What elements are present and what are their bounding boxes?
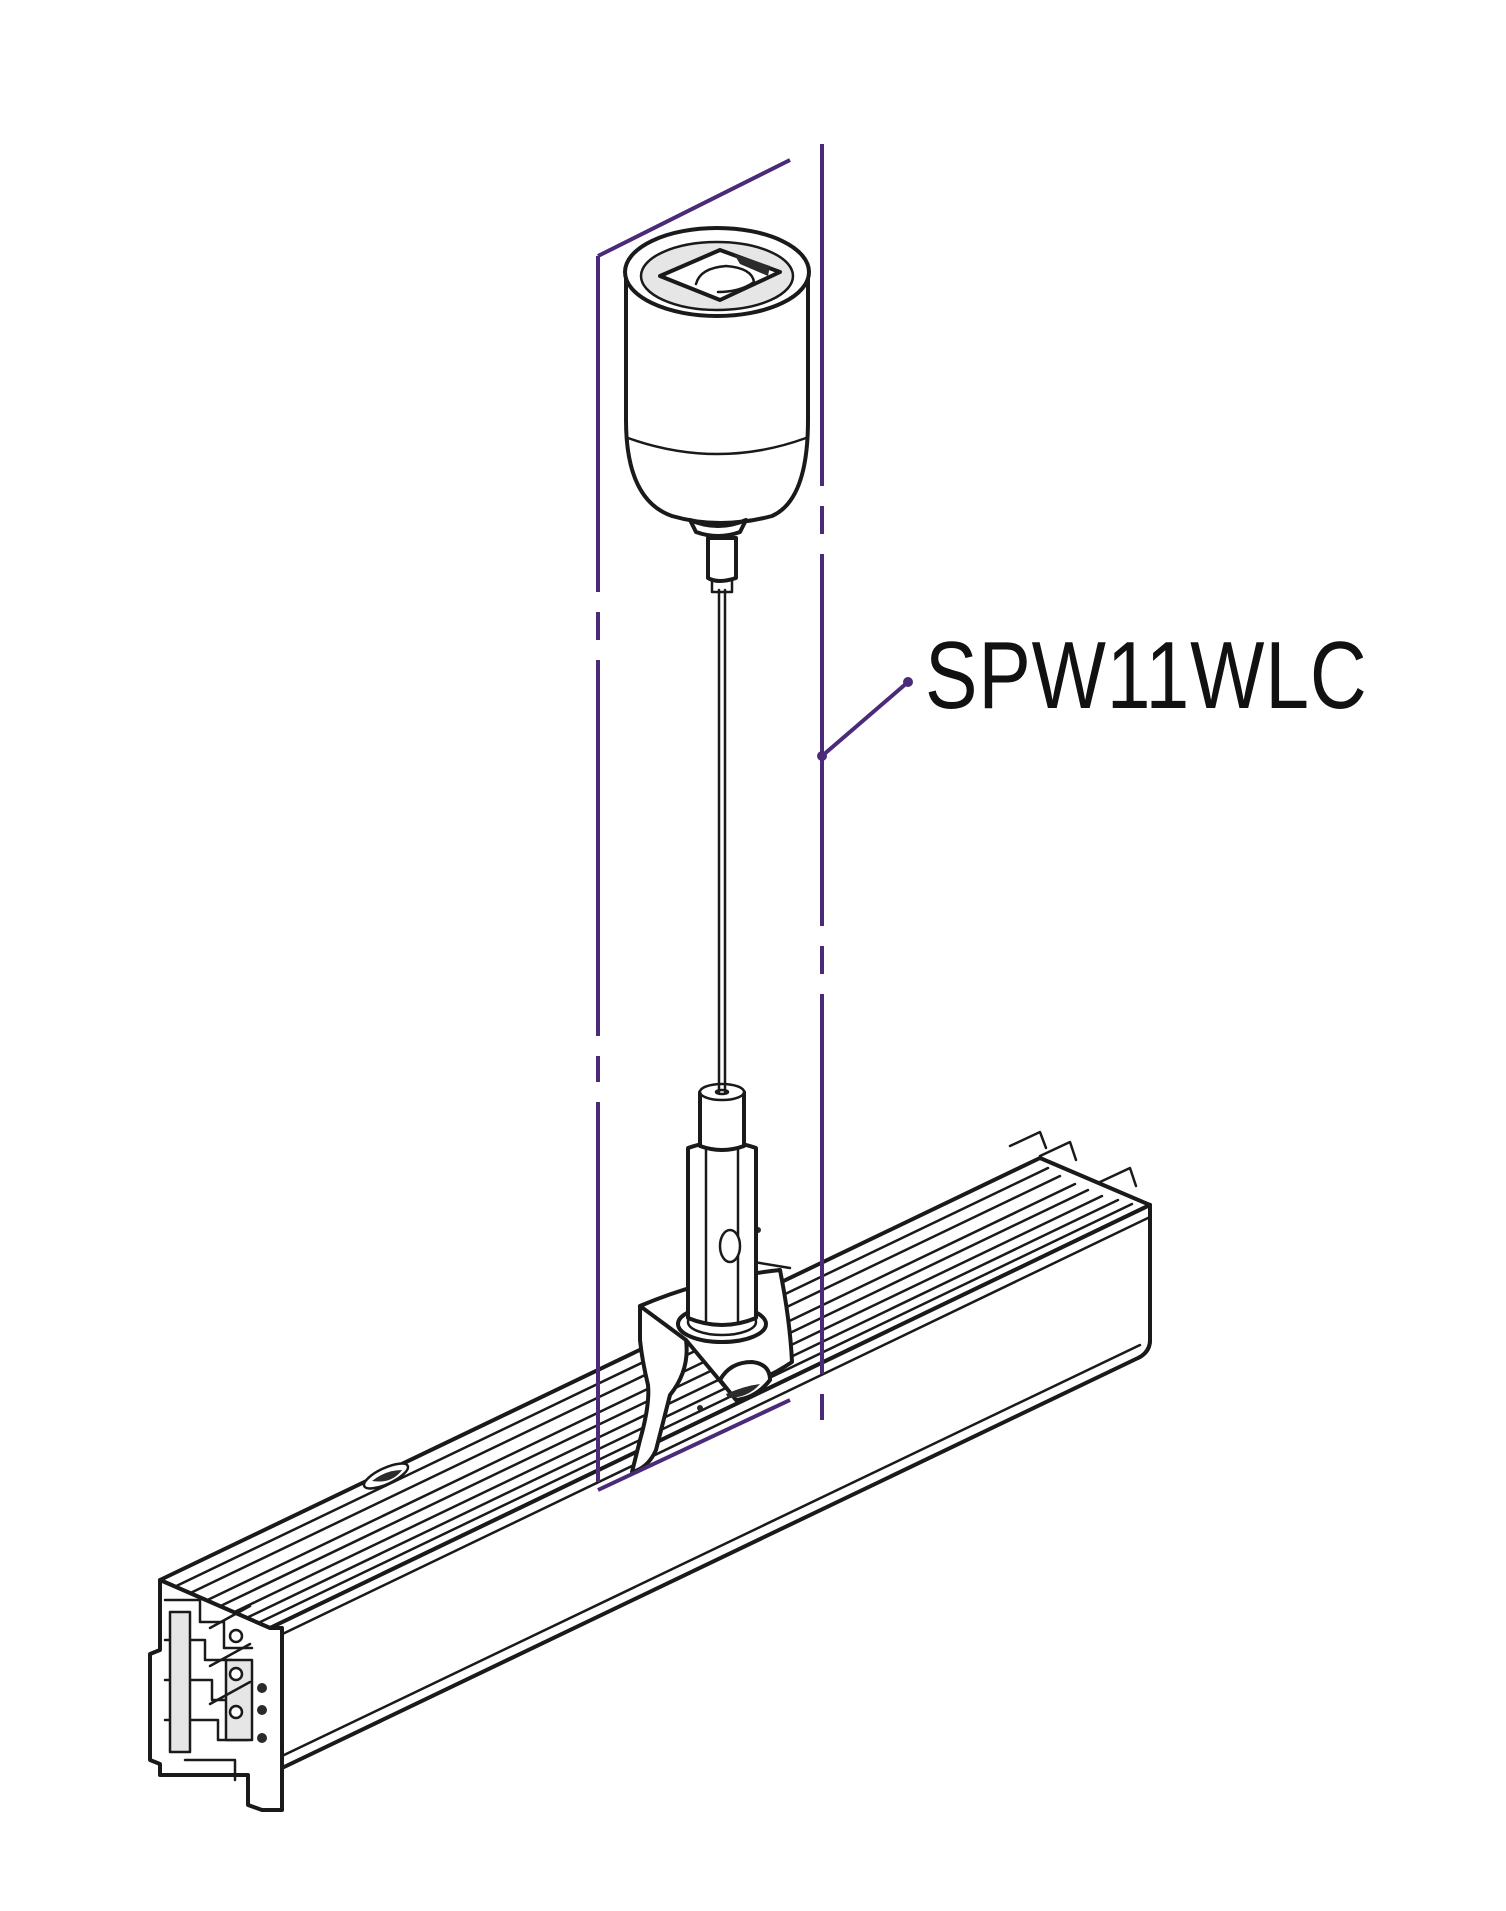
track-end-profile [148, 1578, 284, 1812]
part-number-label: SPW11WLC [925, 622, 1368, 729]
selection-outline [596, 144, 913, 1492]
wire-gripper-icon [686, 1082, 758, 1327]
suspension-wire-icon [717, 588, 727, 1094]
ceiling-canopy-icon [623, 226, 811, 594]
